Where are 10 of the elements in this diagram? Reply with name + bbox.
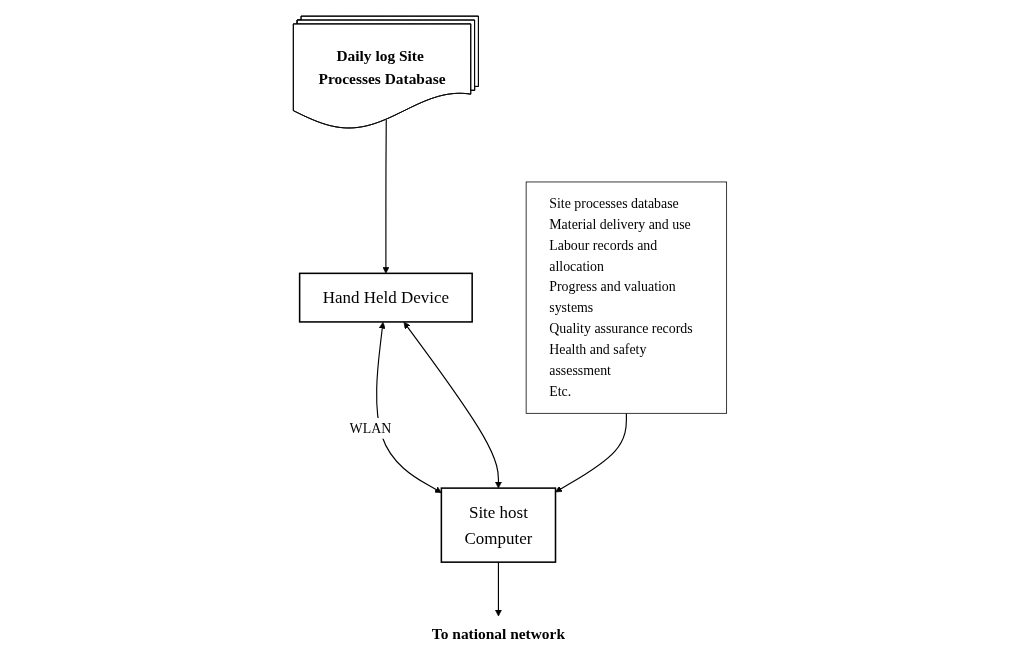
arrow: [403, 321, 502, 489]
arrow: [376, 321, 442, 493]
node-box: Site processes database Material delivery and use Labour records and allocation Progress and valuation systems Quality assurance records Health and safety assessment Etc.: [525, 181, 728, 414]
arrow: [495, 561, 502, 617]
node-box: Hand Held Device: [298, 272, 473, 323]
arrow: [382, 119, 390, 274]
edge-label: WLAN: [349, 420, 392, 436]
node-text: To national network: [431, 625, 565, 642]
node-box: Site host Computer: [440, 487, 557, 563]
arrow: [555, 412, 627, 493]
